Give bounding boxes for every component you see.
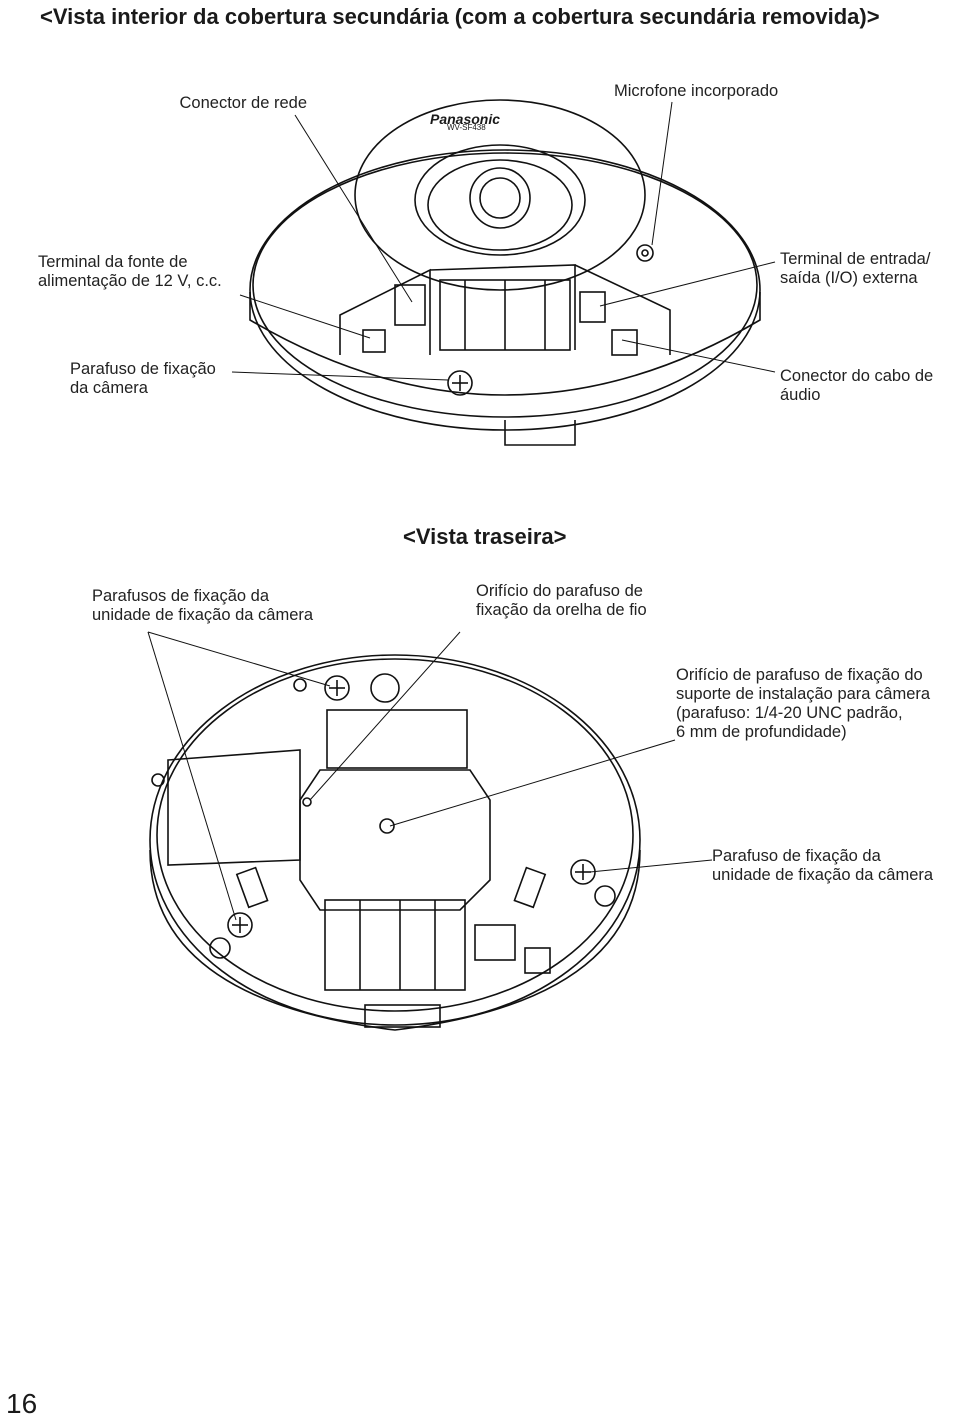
label-power-terminal: Terminal da fonte de alimentação de 12 V… — [38, 253, 222, 290]
label-fix-unit-screw: Parafuso de fixação da unidade de fixaçã… — [712, 847, 934, 884]
rear-view-drawing — [149, 654, 641, 1031]
page-number: 16 — [6, 1388, 38, 1419]
page-title: <Vista interior da cobertura secundária … — [40, 4, 880, 29]
label-fix-unit-screws: Parafusos de fixação da unidade de fixaç… — [92, 587, 314, 624]
label-camera-screw: Parafuso de fixação da câmera — [70, 360, 216, 397]
model-text: WV-SF438 — [447, 123, 486, 132]
label-audio-connector: Conector do cabo de áudio — [780, 367, 934, 404]
label-tripod-hole: Orifício de parafuso de fixação do supor… — [676, 666, 931, 741]
label-microphone: Microfone incorporado — [614, 82, 779, 100]
label-io-terminal: Terminal de entrada/ saída (I/O) externa — [780, 250, 931, 287]
label-network-connector: Conector de rede — [179, 94, 308, 112]
label-wire-lug-hole: Orifício do parafuso de fixação da orelh… — [476, 582, 647, 619]
interior-view-drawing — [249, 99, 761, 446]
rear-leader-lines — [147, 631, 713, 921]
interior-leader-lines — [231, 101, 776, 381]
rear-view-title: <Vista traseira> — [403, 524, 567, 549]
brand-logo-text: Panasonic — [430, 111, 501, 127]
